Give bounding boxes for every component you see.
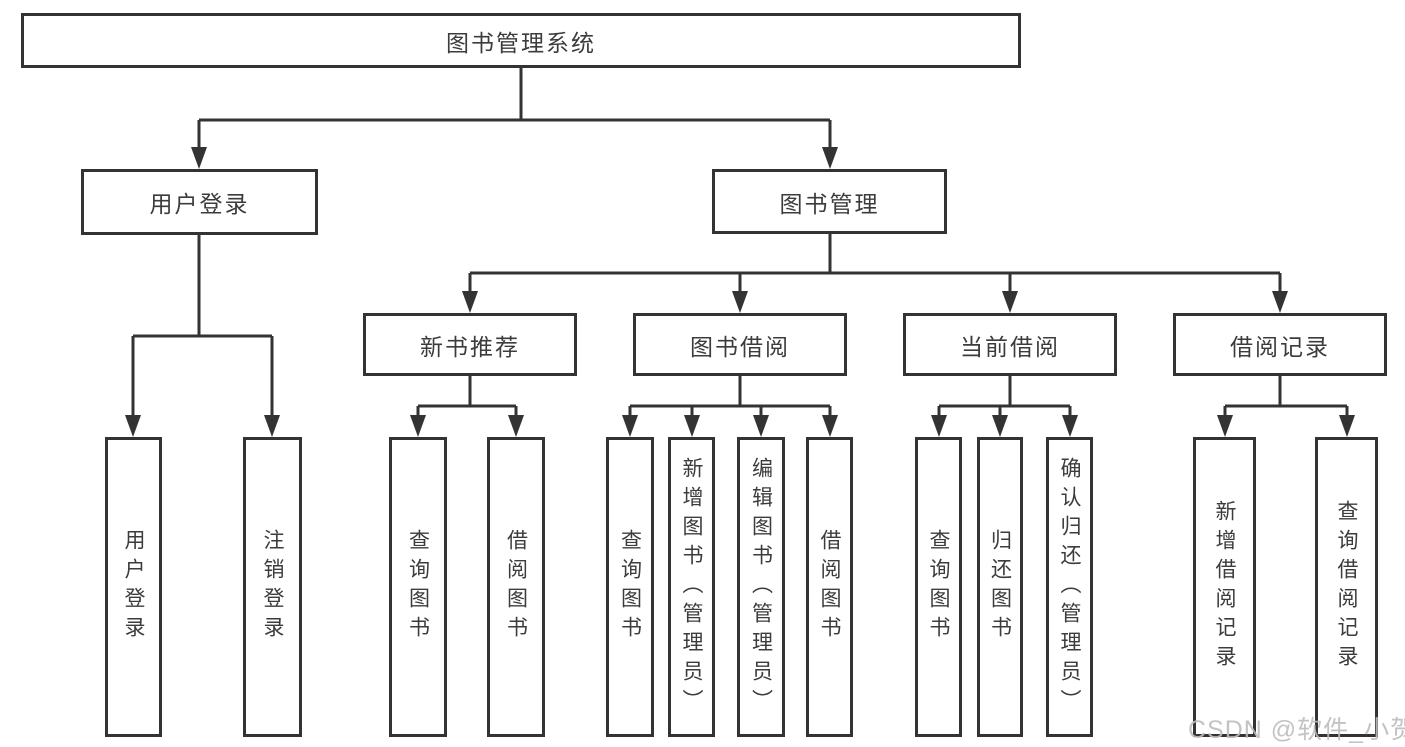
arrowhead bbox=[410, 415, 426, 437]
arrowhead bbox=[753, 415, 769, 437]
node-book-management: 图书管理 bbox=[712, 169, 947, 234]
node-label: 图书管理系统 bbox=[446, 29, 596, 56]
node-label: 新增图书（管理员） bbox=[680, 456, 703, 718]
arrowhead bbox=[732, 291, 748, 313]
node-new-book-recommend: 新书推荐 bbox=[363, 313, 577, 376]
connector-path bbox=[131, 68, 1349, 420]
node-leaf-borrow-books-recommend: 借阅图书 bbox=[487, 437, 545, 737]
node-leaf-confirm-return-admin: 确认归还（管理员） bbox=[1046, 437, 1093, 737]
node-label: 查询图书 bbox=[406, 529, 430, 645]
node-user-login: 用户登录 bbox=[81, 169, 318, 235]
arrowhead bbox=[1062, 415, 1078, 437]
node-leaf-query-books-current: 查询图书 bbox=[915, 437, 962, 737]
node-label: 借阅图书 bbox=[504, 529, 528, 645]
node-label: 查询借阅记录 bbox=[1335, 500, 1358, 674]
node-label: 查询图书 bbox=[618, 529, 642, 645]
node-leaf-add-borrow-record: 新增借阅记录 bbox=[1193, 437, 1256, 737]
node-label: 借阅图书 bbox=[818, 529, 841, 645]
arrowhead bbox=[822, 415, 838, 437]
arrowhead bbox=[264, 415, 280, 437]
arrowhead bbox=[931, 415, 947, 437]
arrowhead bbox=[1217, 415, 1233, 437]
node-label: 注销登录 bbox=[261, 529, 284, 645]
node-leaf-query-books-recommend: 查询图书 bbox=[389, 437, 447, 737]
node-label: 借阅记录 bbox=[1230, 333, 1330, 360]
node-label: 当前借阅 bbox=[960, 333, 1060, 360]
arrowhead bbox=[622, 415, 638, 437]
arrowhead bbox=[125, 415, 141, 437]
node-label: 确认归还（管理员） bbox=[1058, 456, 1081, 718]
arrowhead bbox=[1272, 291, 1288, 313]
node-book-borrow: 图书借阅 bbox=[633, 313, 847, 376]
node-label: 归还图书 bbox=[988, 529, 1012, 645]
arrowhead bbox=[684, 415, 700, 437]
arrowhead bbox=[1002, 291, 1018, 313]
arrowhead bbox=[508, 415, 524, 437]
node-label: 用户登录 bbox=[122, 529, 145, 645]
arrowhead bbox=[1339, 415, 1355, 437]
node-label: 图书借阅 bbox=[690, 333, 790, 360]
node-label: 新增借阅记录 bbox=[1213, 500, 1236, 674]
node-label: 用户登录 bbox=[149, 191, 250, 217]
node-label: 查询图书 bbox=[927, 529, 950, 645]
node-leaf-add-book-admin: 新增图书（管理员） bbox=[668, 437, 715, 737]
arrowhead bbox=[191, 147, 207, 169]
node-leaf-query-borrow-record: 查询借阅记录 bbox=[1315, 437, 1378, 737]
node-current-borrow: 当前借阅 bbox=[903, 313, 1117, 376]
node-leaf-user-login: 用户登录 bbox=[105, 437, 162, 737]
node-label: 编辑图书（管理员） bbox=[749, 456, 773, 718]
watermark: CSDN @软件_小贺同学 bbox=[1188, 716, 1405, 744]
node-root: 图书管理系统 bbox=[21, 13, 1021, 68]
arrowhead bbox=[462, 291, 478, 313]
node-label: 图书管理 bbox=[779, 190, 880, 217]
node-leaf-return-book: 归还图书 bbox=[977, 437, 1023, 737]
node-leaf-logout: 注销登录 bbox=[243, 437, 302, 737]
node-borrow-records: 借阅记录 bbox=[1173, 313, 1387, 376]
arrowhead bbox=[992, 415, 1008, 437]
node-label: 新书推荐 bbox=[420, 333, 520, 360]
node-leaf-edit-book-admin: 编辑图书（管理员） bbox=[737, 437, 785, 737]
node-leaf-query-books-borrow: 查询图书 bbox=[606, 437, 654, 737]
node-leaf-borrow-books: 借阅图书 bbox=[806, 437, 853, 737]
arrowhead bbox=[822, 147, 838, 169]
